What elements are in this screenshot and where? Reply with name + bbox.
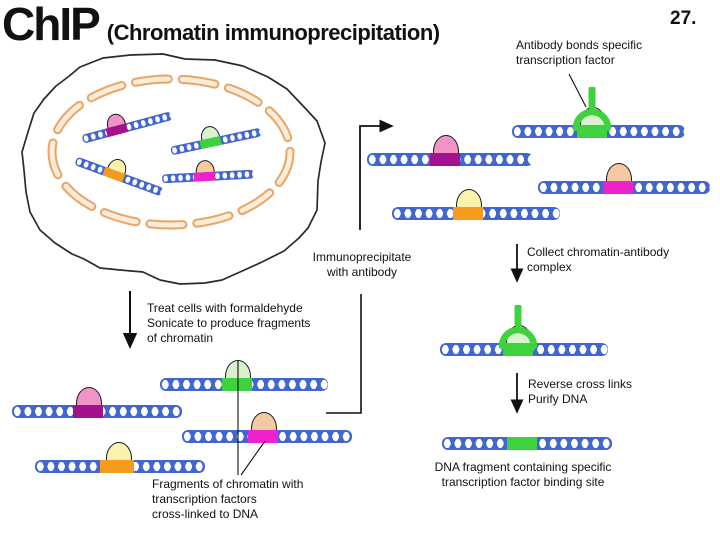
- chromatin-fragment: [182, 412, 352, 443]
- dna-strand: [538, 181, 710, 194]
- binding-site: [503, 343, 533, 356]
- chromatin-fragment: [12, 387, 182, 418]
- dna-strand: [35, 460, 205, 473]
- chromatin-antibody-complex: [440, 305, 608, 356]
- label-antibody-bonds: Antibody bonds specific transcription fa…: [516, 38, 643, 67]
- dna-strand: [440, 343, 608, 356]
- binding-site: [577, 125, 607, 138]
- pointer-line-fragments-diagonal: [240, 440, 266, 476]
- binding-site: [100, 460, 134, 473]
- binding-site: [603, 181, 633, 194]
- dna-strand: [182, 430, 352, 443]
- dna-strand: [442, 437, 612, 450]
- page-subtitle: (Chromatin immunoprecipitation): [106, 20, 440, 45]
- antibody-icon: [498, 305, 538, 350]
- label-fragments-chromatin: Fragments of chromatin with transcriptio…: [152, 477, 304, 521]
- arrow-cell-to-pile: [359, 119, 394, 230]
- dna-strand: [512, 125, 685, 138]
- chromatin-fragment-antibody: [512, 87, 685, 138]
- purified-dna-fragment: [442, 437, 612, 450]
- dna-strand: [160, 378, 328, 391]
- slide-number: 27.: [670, 8, 697, 29]
- label-reverse-crosslinks: Reverse cross links Purify DNA: [528, 377, 633, 406]
- binding-site: [453, 207, 483, 220]
- chromatin-fragment: [367, 135, 533, 166]
- chromatin-fragment: [35, 442, 205, 473]
- antibody-icon: [572, 87, 612, 132]
- page-title: ChIP: [2, 0, 101, 50]
- connector-fragments-to-immuno: [326, 294, 362, 414]
- chromatin-fragment: [392, 189, 560, 220]
- chromatin-fragment: [538, 163, 710, 194]
- label-dna-fragment: DNA fragment containing specific transcr…: [434, 460, 612, 489]
- pointer-line-antibody-label: [568, 73, 587, 108]
- label-collect-complex: Collect chromatin-antibody complex: [527, 245, 670, 274]
- label-treat-cells: Treat cells with formaldehyde Sonicate t…: [147, 301, 311, 345]
- binding-site: [73, 405, 103, 418]
- binding-site: [507, 437, 537, 450]
- title-block: ChIP (Chromatin immunoprecipitation): [2, 0, 440, 48]
- binding-site: [248, 430, 278, 443]
- label-immunoprecipitate: Immunoprecipitate with antibody: [312, 250, 412, 279]
- dna-strand: [367, 153, 533, 166]
- binding-site: [222, 378, 252, 391]
- dna-strand: [12, 405, 182, 418]
- cell-outline: [21, 53, 326, 285]
- nuclear-envelope-inner: [49, 76, 293, 228]
- dna-strand: [392, 207, 560, 220]
- binding-site: [430, 153, 460, 166]
